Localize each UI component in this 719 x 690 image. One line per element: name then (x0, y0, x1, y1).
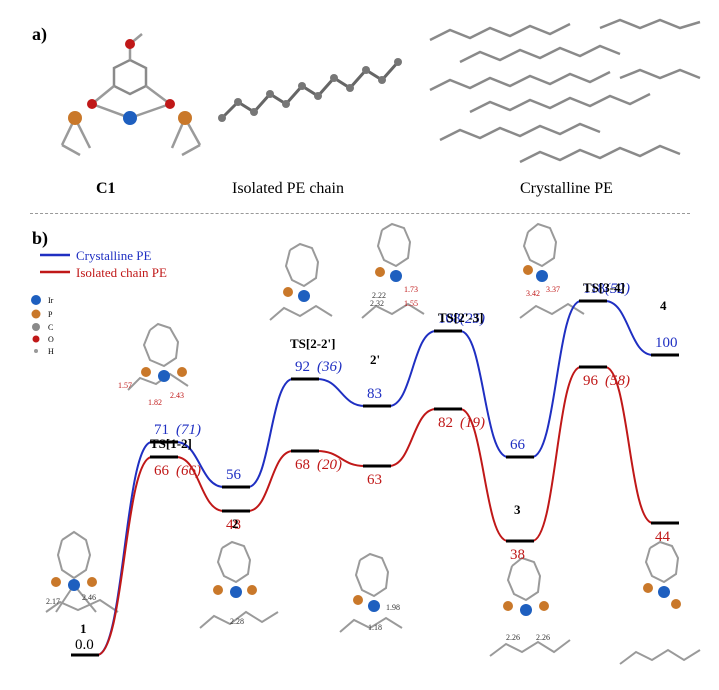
catalyst-c1-picture (60, 33, 202, 157)
panel-divider (30, 213, 690, 214)
molecule-ts12 (127, 322, 189, 391)
state-label: 2 (232, 516, 239, 531)
state-label: TS[2'-3] (438, 310, 484, 325)
oxygen-atom (87, 99, 97, 109)
svg-text:1.82: 1.82 (148, 398, 162, 407)
svg-text:2.43: 2.43 (170, 391, 184, 400)
energy-value: 68 (295, 457, 310, 473)
energy-value: 44 (655, 529, 671, 545)
svg-text:1.73: 1.73 (404, 285, 418, 294)
energy-value: 0.0 (75, 637, 94, 653)
energy-paren: (19) (460, 415, 485, 431)
energy-value: 66 (154, 463, 170, 479)
molecule-state-4 (619, 540, 701, 665)
energy-labels: 0.0 71 (71) 56 92 (36) 83 108(25) 66 118(52) 100 66… (75, 280, 678, 653)
isolated-pe-chain-picture (220, 61, 400, 120)
legend-crystalline: Crystalline PE (76, 248, 152, 263)
energy-paren: (36) (317, 359, 342, 375)
curve-isolated (96, 366, 677, 656)
svg-text:2.17: 2.17 (46, 597, 60, 606)
caption-c1: C1 (96, 180, 116, 197)
panel-a-label: a) (32, 24, 47, 44)
energy-value: 48 (226, 517, 241, 533)
svg-text:2.46: 2.46 (82, 593, 96, 602)
state-label: TS[3-4] (583, 280, 625, 295)
molecule-ts22p (269, 242, 333, 321)
svg-text:1.57: 1.57 (118, 381, 132, 390)
state-label: 4 (660, 298, 667, 313)
svg-text:2.26: 2.26 (506, 633, 520, 642)
legend-p: P (48, 310, 53, 319)
energy-value: 38 (510, 547, 525, 563)
svg-text:1.98: 1.98 (386, 603, 400, 612)
energy-value: 83 (367, 386, 382, 402)
energy-value: 96 (583, 373, 599, 389)
svg-text:1.18: 1.18 (368, 623, 382, 632)
oxygen-atom (125, 39, 135, 49)
svg-text:3.37: 3.37 (546, 285, 560, 294)
energy-paren: (66) (176, 463, 201, 479)
svg-text:3.42: 3.42 (526, 289, 540, 298)
energy-value: 118 (583, 281, 605, 297)
molecule-state-3 (489, 556, 571, 657)
state-label: 3 (514, 502, 521, 517)
energy-value: 63 (367, 472, 382, 488)
legend-ir: Ir (48, 296, 54, 305)
energy-value: 71 (154, 422, 169, 438)
crystalline-pe-picture (429, 18, 701, 164)
phosphorus-atom (178, 111, 192, 125)
legend-h-dot (34, 349, 38, 353)
svg-text:2.26: 2.26 (536, 633, 550, 642)
oxygen-atom (165, 99, 175, 109)
svg-text:2.22: 2.22 (372, 291, 386, 300)
panel-b-label: b) (32, 228, 49, 248)
iridium-atom (123, 111, 137, 125)
legend-p-dot (31, 309, 41, 319)
svg-text:2.28: 2.28 (230, 617, 244, 626)
state-label: 1 (80, 621, 87, 636)
energy-value: 66 (510, 437, 526, 453)
energy-value: 108 (438, 311, 461, 327)
legend-o-dot (32, 335, 40, 343)
energy-paren: (20) (317, 457, 342, 473)
atom-legend: Ir P C O H (31, 295, 54, 356)
energy-levels (71, 299, 679, 657)
energy-value: 56 (226, 467, 242, 483)
caption-crystalline-pe: Crystalline PE (520, 180, 613, 197)
legend-h: H (48, 347, 54, 356)
energy-paren: (25) (460, 311, 485, 327)
energy-value: 82 (438, 415, 453, 431)
svg-text:1.55: 1.55 (404, 299, 418, 308)
distance-labels: 2.17 2.46 1.57 1.82 2.43 2.28 2.22 1.73 … (46, 285, 560, 642)
legend-o: O (48, 335, 54, 344)
phosphorus-atom (68, 111, 82, 125)
energy-paren: (71) (176, 422, 201, 438)
molecule-state-2p (361, 222, 425, 319)
state-label: 2' (370, 352, 380, 367)
legend-c: C (48, 323, 53, 332)
state-label: TS[1-2] (150, 436, 192, 451)
molecule-ts2p3 (339, 552, 403, 633)
legend-ir-dot (31, 295, 41, 305)
svg-text:2.32: 2.32 (370, 299, 384, 308)
state-label: TS[2-2'] (290, 336, 336, 351)
energy-value: 92 (295, 359, 310, 375)
series-legend: Crystalline PE Isolated chain PE (40, 248, 167, 280)
energy-paren: (58) (605, 373, 630, 389)
molecule-state-2 (199, 540, 279, 629)
energy-value: 100 (655, 335, 678, 351)
caption-isolated-pe: Isolated PE chain (232, 180, 344, 197)
energy-paren: (52) (605, 281, 630, 297)
legend-isolated: Isolated chain PE (76, 265, 167, 280)
legend-c-dot (32, 323, 40, 331)
